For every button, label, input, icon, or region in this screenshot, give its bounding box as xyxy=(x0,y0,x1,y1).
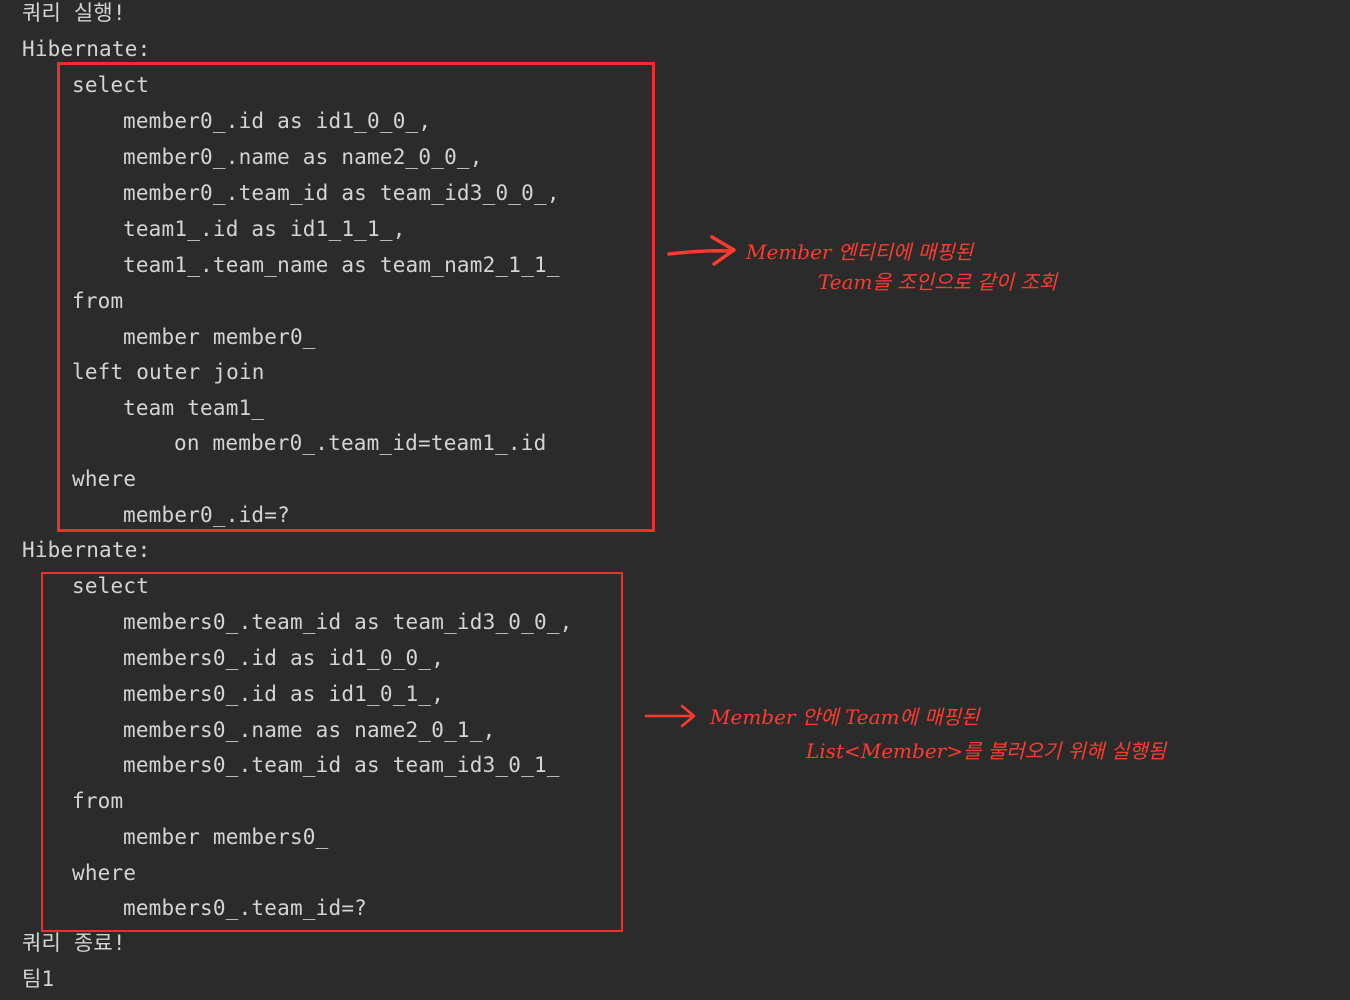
hibernate-label: Hibernate: xyxy=(22,37,151,61)
sql-line: member member0_ xyxy=(123,325,316,349)
sql-line: members0_.id as id1_0_1_, xyxy=(123,682,445,706)
arrow-right-icon xyxy=(644,704,696,728)
sql-line: from xyxy=(72,289,124,313)
sql-line: member0_.id=? xyxy=(123,503,290,527)
sql-line: left outer join xyxy=(72,360,265,384)
annotation-note-1-line-2: Team을 조인으로 같이 조회 xyxy=(818,270,1058,294)
highlight-box-query1 xyxy=(57,62,655,532)
sql-line: select xyxy=(72,73,150,97)
query-start-text: 쿼리 실행! xyxy=(22,1,126,25)
sql-line: team1_.id as id1_1_1_, xyxy=(123,217,406,241)
annotation-note-2-line-2: List<Member>를 불러오기 위해 실행됨 xyxy=(806,739,1167,763)
sql-line: members0_.team_id=? xyxy=(123,896,368,920)
sql-line: members0_.name as name2_0_1_, xyxy=(123,718,496,742)
sql-line: where xyxy=(72,467,137,491)
sql-line: from xyxy=(72,789,124,813)
sql-line: team team1_ xyxy=(123,396,265,420)
sql-line: where xyxy=(72,861,137,885)
sql-line: team1_.team_name as team_nam2_1_1_ xyxy=(123,253,560,277)
hibernate-label: Hibernate: xyxy=(22,538,151,562)
sql-line: member0_.id as id1_0_0_, xyxy=(123,109,432,133)
sql-line: member0_.name as name2_0_0_, xyxy=(123,145,483,169)
sql-line: member members0_ xyxy=(123,825,329,849)
sql-line: on member0_.team_id=team1_.id xyxy=(174,431,547,455)
arrow-right-icon xyxy=(667,235,736,266)
annotation-note-1-line-1: Member 엔티티에 매핑된 xyxy=(746,240,973,264)
highlight-box-query2 xyxy=(41,572,623,932)
sql-line: members0_.id as id1_0_0_, xyxy=(123,646,445,670)
sql-line: member0_.team_id as team_id3_0_0_, xyxy=(123,181,560,205)
sql-line: members0_.team_id as team_id3_0_0_, xyxy=(123,610,573,634)
annotation-note-2-line-1: Member 안에 Team에 매핑된 xyxy=(710,705,980,729)
query-end-text: 쿼리 종료! xyxy=(22,931,126,955)
sql-line: select xyxy=(72,574,150,598)
sql-line: members0_.team_id as team_id3_0_1_ xyxy=(123,753,560,777)
team-result-text: 팀1 xyxy=(22,967,55,991)
